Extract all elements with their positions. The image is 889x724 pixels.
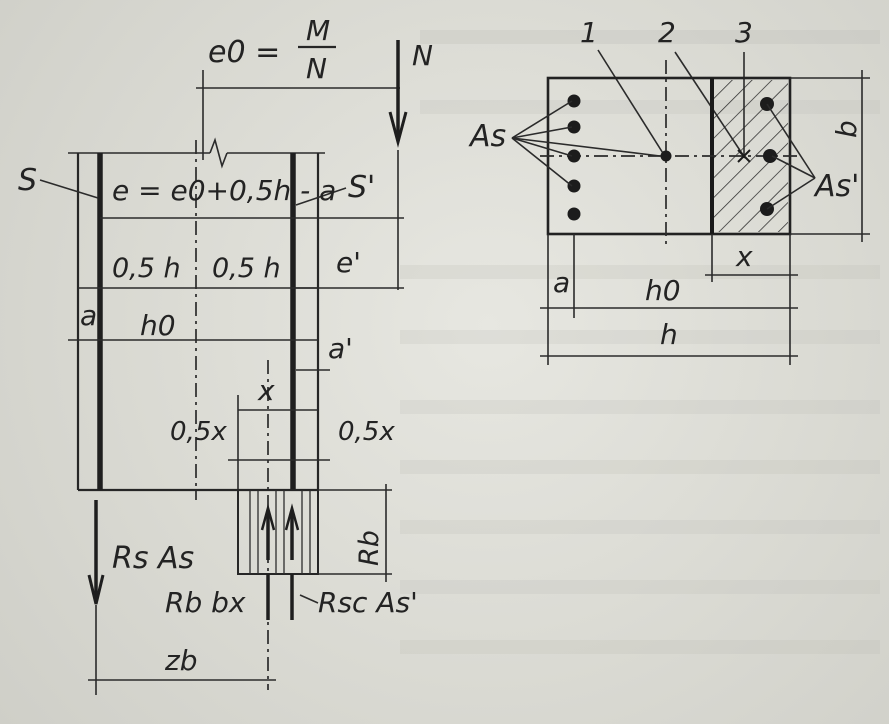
Rb-arrow-head bbox=[260, 503, 276, 531]
label-x: x bbox=[257, 374, 275, 407]
label-eccentricity-e: e = e0+0,5h - a bbox=[112, 174, 336, 207]
formula-denominator: N bbox=[306, 52, 327, 85]
callout-3: 3 bbox=[735, 16, 753, 49]
background-text-lines bbox=[400, 30, 880, 654]
As-prime-leaders bbox=[766, 103, 816, 210]
eccentricity-formula: e0 = M N bbox=[208, 14, 336, 85]
force-N-label: N bbox=[412, 39, 433, 72]
label-zb: zb bbox=[164, 644, 197, 677]
leader-S-prime bbox=[295, 187, 347, 206]
label-half-x-left: 0,5x bbox=[170, 417, 227, 447]
leader-1 bbox=[597, 49, 667, 159]
label-a-prime: a' bbox=[328, 332, 353, 365]
reinforcement-As-bars bbox=[567, 94, 672, 221]
callout-1: 1 bbox=[580, 16, 598, 49]
label-As: As bbox=[468, 119, 506, 154]
label-As-prime: As' bbox=[813, 169, 859, 204]
stress-block-hatch bbox=[249, 490, 311, 574]
left-figure: e0 = M N N S S' e = bbox=[18, 14, 433, 695]
As-leaders bbox=[511, 100, 661, 187]
label-a-right: a bbox=[553, 266, 570, 299]
label-Rsc-As-prime: Rsc As' bbox=[318, 586, 418, 619]
label-e-prime: e' bbox=[336, 246, 361, 279]
leader-S bbox=[39, 179, 99, 199]
Rsc-arrow-head bbox=[284, 503, 300, 531]
label-a: a bbox=[80, 299, 97, 332]
formula-numerator: M bbox=[306, 14, 330, 47]
label-half-x-right: 0,5x bbox=[338, 417, 395, 447]
label-Rb-bx: Rb bx bbox=[165, 586, 246, 619]
label-h: h bbox=[660, 318, 678, 351]
label-Rs-As: Rs As bbox=[112, 541, 194, 576]
label-S: S bbox=[18, 163, 37, 198]
formula-e0: e0 = bbox=[208, 35, 280, 70]
label-b: b bbox=[830, 120, 863, 138]
break-symbol bbox=[209, 137, 228, 169]
label-h0: h0 bbox=[140, 309, 176, 342]
Rs-As-arrow-head bbox=[87, 574, 105, 605]
label-half-h-right: 0,5 h bbox=[212, 253, 281, 284]
label-Rb: Rb bbox=[354, 530, 385, 566]
label-S-prime: S' bbox=[348, 170, 375, 205]
label-x-right: x bbox=[735, 240, 753, 273]
force-N-arrowhead bbox=[388, 111, 408, 148]
right-figure: 1 2 3 As bbox=[468, 16, 870, 365]
concrete-stress-block bbox=[237, 489, 319, 575]
compressed-zone-centroid-mark bbox=[737, 149, 751, 163]
label-half-h-left: 0,5 h bbox=[112, 253, 181, 284]
leader-Rsc bbox=[299, 594, 319, 604]
callout-2: 2 bbox=[658, 16, 676, 49]
label-h0-right: h0 bbox=[645, 274, 681, 307]
